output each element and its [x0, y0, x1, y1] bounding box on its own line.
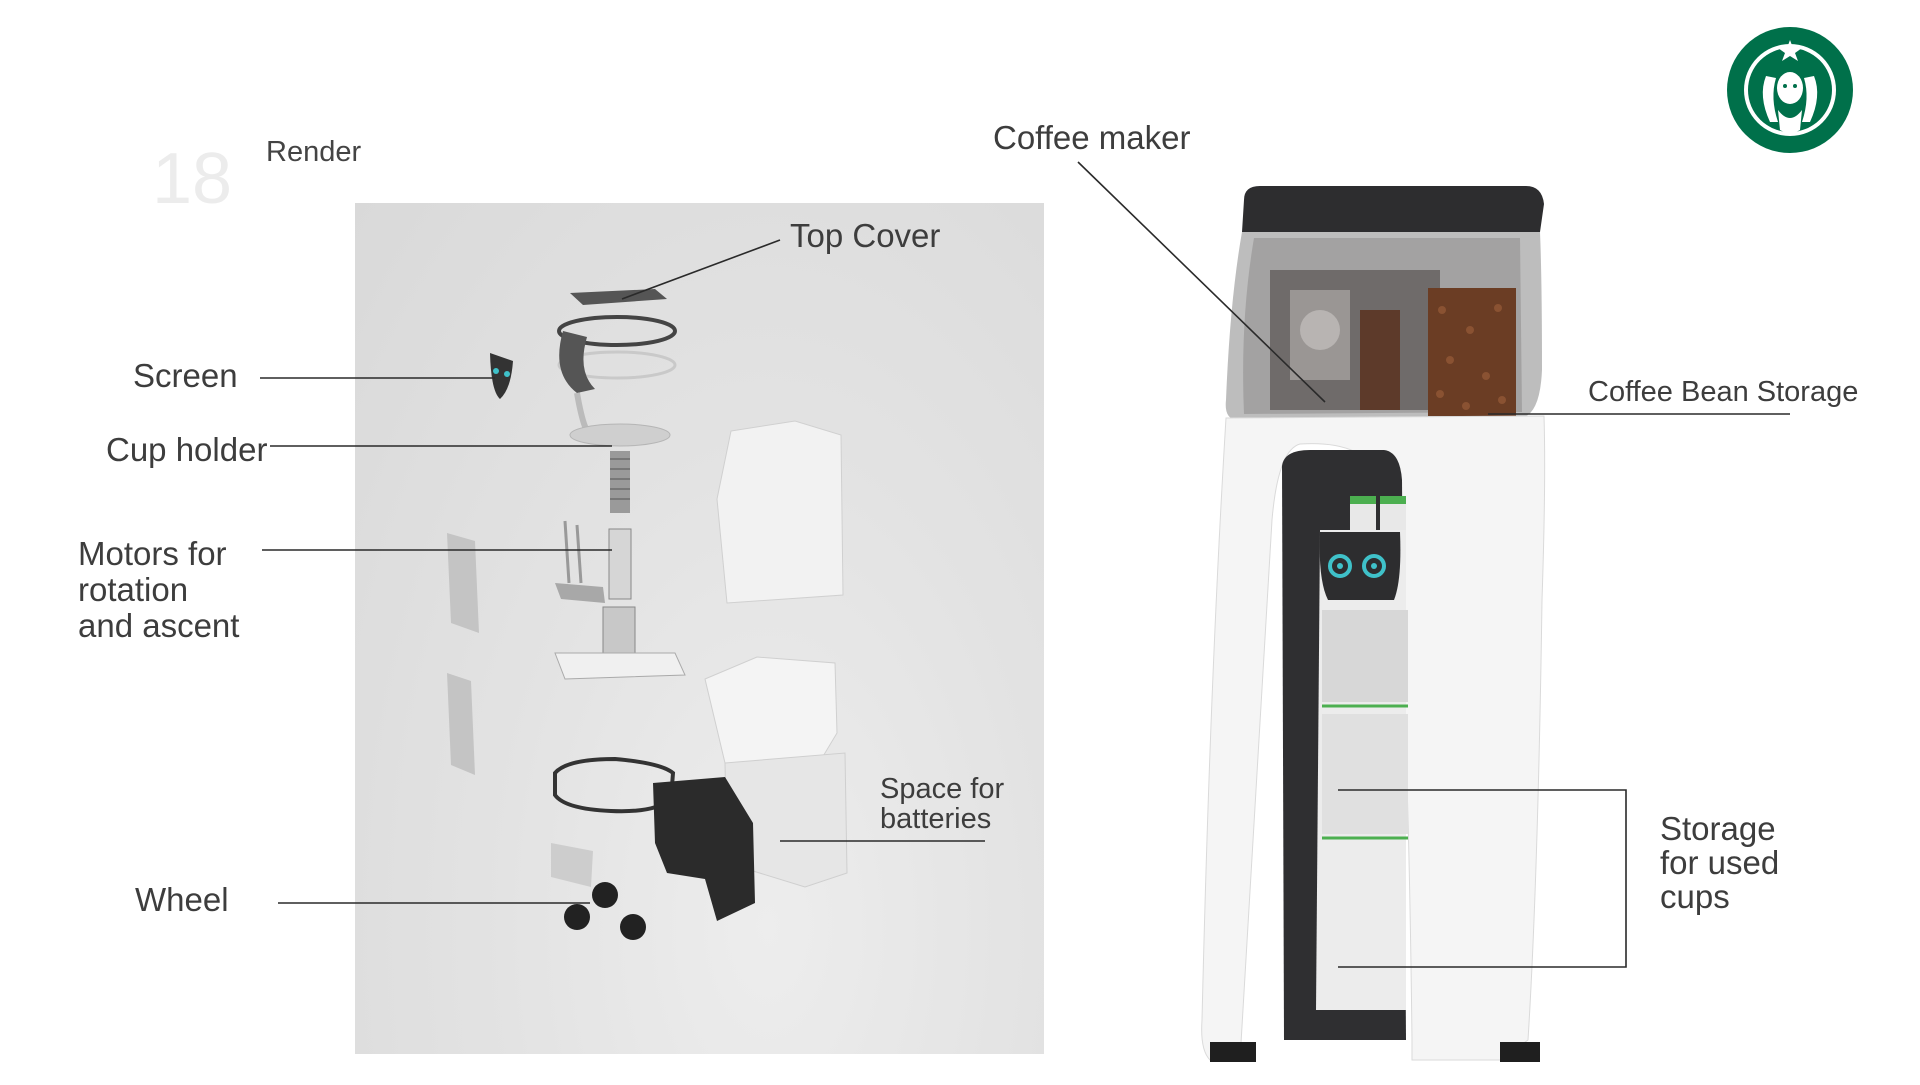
label-motors-line3: and ascent: [78, 608, 239, 644]
label-wheel: Wheel: [135, 882, 229, 918]
label-storage-used-cups: Storage for used cups: [1660, 812, 1779, 914]
label-coffee-maker: Coffee maker: [993, 120, 1190, 156]
label-top-cover: Top Cover: [790, 218, 940, 254]
label-space-batteries: Space for batteries: [880, 774, 1004, 834]
label-motors-line1: Motors for: [78, 536, 239, 572]
label-cup-holder: Cup holder: [106, 432, 267, 468]
label-storage-line3: cups: [1660, 880, 1779, 914]
label-motors: Motors for rotation and ascent: [78, 536, 239, 644]
label-space-line2: batteries: [880, 804, 1004, 834]
label-storage-line1: Storage: [1660, 812, 1779, 846]
label-coffee-bean-storage: Coffee Bean Storage: [1588, 374, 1858, 410]
label-screen: Screen: [133, 358, 238, 394]
label-motors-line2: rotation: [78, 572, 239, 608]
label-space-line1: Space for: [880, 774, 1004, 804]
label-storage-line2: for used: [1660, 846, 1779, 880]
